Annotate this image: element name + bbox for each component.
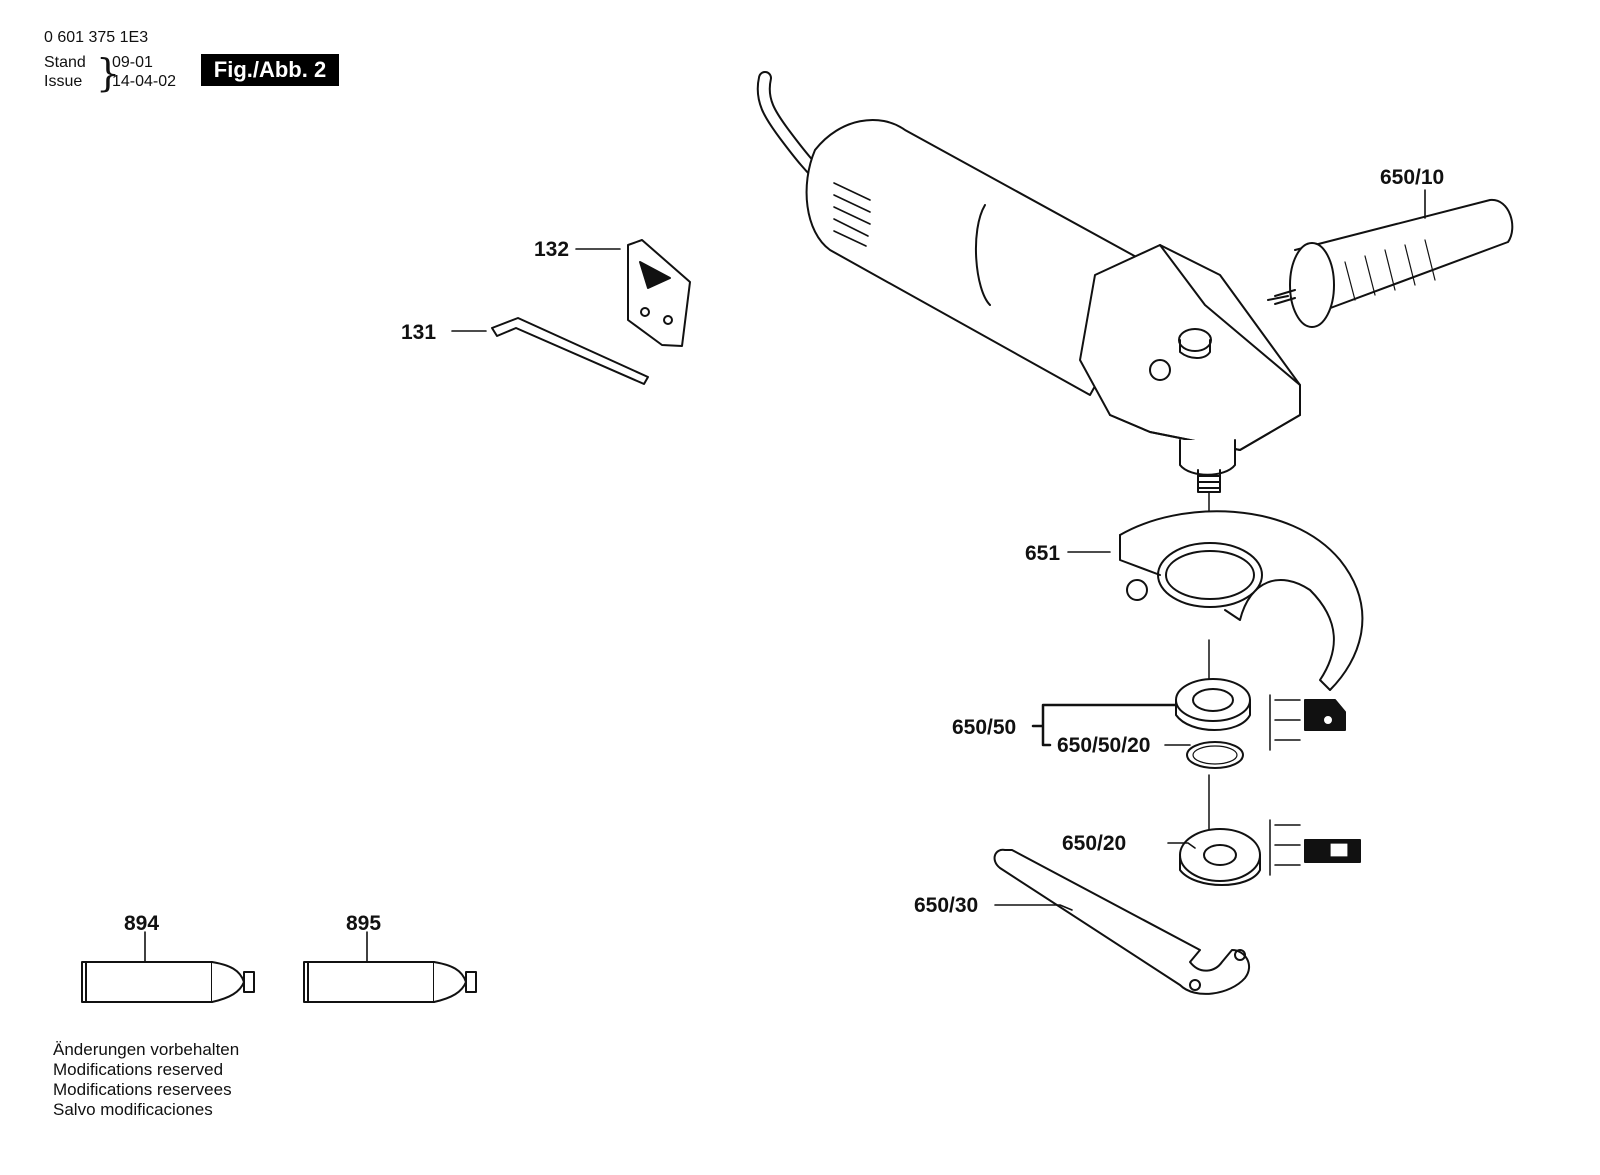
issue-label: Issue — [44, 73, 83, 90]
callout-650-30: 650/30 — [914, 894, 978, 917]
note-spanish: Salvo modificaciones — [53, 1100, 213, 1119]
clamp-screw — [1126, 579, 1148, 601]
callout-651: 651 — [1025, 542, 1060, 565]
spindle-collar — [1179, 439, 1236, 476]
revision-dates: 09-01 14-04-02 — [112, 53, 176, 91]
note-english: Modifications reserved — [53, 1060, 224, 1079]
angle-grinder — [756, 71, 1301, 493]
leader-650-20 — [1167, 842, 1196, 849]
callout-131: 131 — [401, 321, 436, 344]
nut-section-symbol — [1269, 819, 1361, 876]
callout-650-10: 650/10 — [1380, 166, 1444, 189]
stand-date: 09-01 — [112, 54, 153, 71]
clamping-nut — [1179, 828, 1261, 886]
vent-slots — [833, 182, 871, 247]
locking-plate — [627, 239, 691, 347]
grease-tube-894 — [81, 961, 255, 1003]
callout-650-50-20: 650/50/20 — [1057, 734, 1150, 757]
callout-132: 132 — [534, 238, 569, 261]
note-german: Änderungen vorbehalten — [53, 1040, 240, 1059]
pin-spanner — [993, 848, 1251, 995]
callout-895: 895 — [346, 912, 381, 935]
figure-badge: Fig./Abb. 2 — [201, 54, 339, 86]
mounting-flange — [1175, 678, 1251, 731]
document-header: 0 601 375 1E3 — [44, 28, 148, 47]
stand-label: Stand — [44, 54, 86, 71]
disclaimer-notes: Änderungen vorbehalten Modifications res… — [53, 1040, 239, 1120]
wheel-guard — [1119, 510, 1364, 691]
leader-650-50 — [1031, 703, 1178, 747]
spindle-thread — [1197, 469, 1221, 493]
leader-650-30 — [994, 904, 1073, 911]
spindle-lock-button — [1178, 328, 1212, 352]
auxiliary-handle — [1267, 198, 1514, 328]
callout-650-20: 650/20 — [1062, 832, 1126, 855]
flange-section-symbol — [1269, 694, 1346, 751]
issue-date: 14-04-02 — [112, 73, 177, 90]
part-number: 0 601 375 1E3 — [44, 29, 149, 46]
revision-labels: Stand Issue — [44, 53, 86, 91]
brace-symbol: } — [96, 51, 121, 95]
callout-650-50: 650/50 — [952, 716, 1016, 739]
hex-key — [491, 317, 649, 385]
grease-tube-895 — [303, 961, 477, 1003]
note-french: Modifications reservees — [53, 1080, 232, 1099]
callout-894: 894 — [124, 912, 159, 935]
leader-lines — [144, 189, 1426, 963]
